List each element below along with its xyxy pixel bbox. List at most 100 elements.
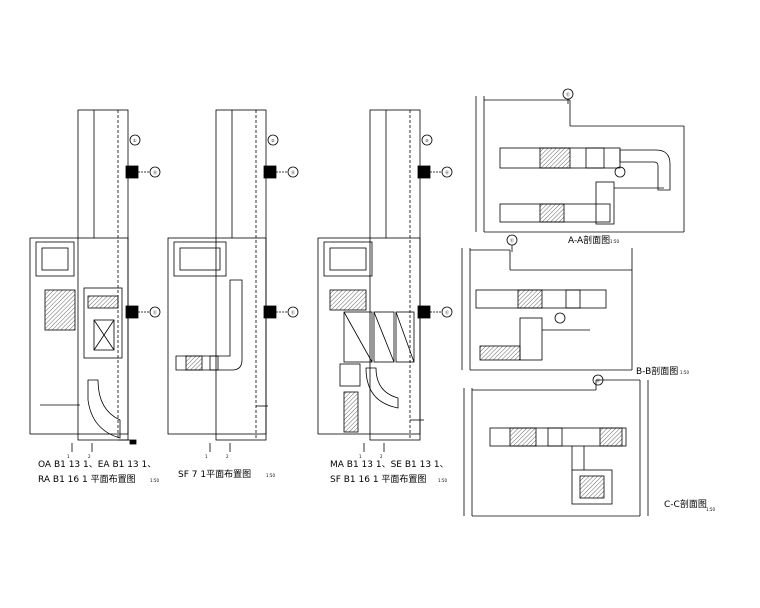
section-a-axis-label: Ⓔ	[566, 91, 570, 97]
plan-3-duct-b-cross	[343, 311, 373, 363]
plan-1-bottom-axis-2: 2	[88, 454, 91, 459]
section-a-damper	[585, 147, 605, 169]
plan-1-axis-top-label: ①	[133, 138, 137, 143]
plan-2-duct-damper	[185, 355, 203, 371]
plan-1-duct-elbow	[87, 379, 121, 439]
plan-3-fan-box	[339, 363, 361, 387]
plan-1-upper-left-room	[35, 241, 75, 277]
plan-1-oa-ea-ra	[29, 109, 161, 452]
section-c-right-unit	[599, 427, 623, 447]
plan-1-duct-b	[83, 287, 123, 359]
plan-1-title-line1: OA B1 13 1、EA B1 13 1、	[38, 460, 156, 470]
plan-3-axis-b-bubble	[441, 306, 453, 318]
plan-3-ma-se-sf	[317, 109, 453, 452]
plan-3-axis-b-label: Ⓔ	[445, 309, 449, 315]
plan-2-column-a	[263, 165, 277, 179]
plan-2-bottom-axis-1: 1	[205, 454, 208, 459]
section-a-labels: Ⓔ A-A剖面图 1:50	[566, 91, 619, 246]
plan-2-axis-b-bubble	[287, 306, 299, 318]
section-a-title: A-A剖面图	[568, 234, 610, 246]
section-a-fan	[595, 181, 615, 225]
plan-2-column-b	[263, 305, 277, 319]
plan-1-corner-column	[129, 439, 137, 445]
section-c-fan	[571, 469, 613, 505]
plan-3-upper-inner	[329, 247, 367, 271]
plan-3-upper-room	[323, 241, 373, 277]
plan-1-column-b	[125, 305, 139, 319]
plan-3-riser	[343, 391, 359, 433]
section-b-b	[461, 234, 633, 371]
plan-3-duct-c	[373, 311, 395, 363]
section-b-title: B-B剖面图	[636, 365, 678, 377]
plan-1-duct-a	[44, 289, 76, 331]
plan-3-shaft-outline	[369, 109, 421, 441]
section-c-axis-label: Ⓐ	[596, 377, 600, 383]
section-b-axis-label: Ⓔ	[510, 237, 514, 243]
plan-2-scale: 1:50	[266, 473, 275, 478]
plan-3-duct-d	[395, 311, 415, 363]
section-a-elbow	[619, 149, 671, 191]
plan-3-axis-top-bubble	[421, 134, 433, 146]
plan-1-labels: Ⓐ Ⓔ ① 1 2 OA B1 13 1、EA B1 13 1、 RA B1 1…	[38, 138, 159, 485]
section-b-lower-unit	[479, 345, 521, 361]
plan-2-axis-top-label: ②	[271, 138, 275, 143]
plan-2-duct-fitting	[209, 355, 219, 371]
section-b-damper	[565, 289, 581, 309]
plan-2-sf	[167, 109, 299, 452]
plan-1-fan-cross-2	[93, 319, 115, 351]
plan-1-axis-a-bubble	[149, 166, 161, 178]
plan-3-column-a	[417, 165, 431, 179]
plan-1-axis-b-label: Ⓔ	[153, 309, 157, 315]
section-b-labels: Ⓔ B-B剖面图 1:50	[510, 237, 689, 377]
plan-1-fan-box	[93, 319, 115, 351]
section-b-fan-circle	[554, 312, 566, 324]
plan-2-lower-room	[167, 237, 267, 435]
section-a-lower-unit	[539, 203, 565, 223]
plan-3-duct-d-cross	[395, 311, 415, 363]
section-b-upper-unit	[517, 289, 543, 309]
section-c-damper	[547, 427, 563, 447]
section-a-a	[475, 88, 685, 233]
section-c-fan-fill	[579, 475, 605, 499]
plan-2-upper-inner	[179, 247, 221, 271]
plan-1-column-a	[125, 165, 139, 179]
section-c-c	[463, 374, 649, 517]
section-c-scale: 1:50	[706, 507, 715, 512]
plan-1-axis-b-bubble	[149, 306, 161, 318]
plan-3-bottom-axis-1: 1	[359, 454, 362, 459]
plan-2-labels: Ⓐ Ⓔ ② 1 2 SF 7 1平面布置图 1:50	[178, 138, 295, 480]
section-a-fan-circle	[614, 166, 626, 178]
plan-3-duct-a	[329, 289, 367, 311]
section-c-axis-bubble	[592, 374, 604, 386]
plan-3-labels: Ⓐ Ⓔ ③ 1 2 MA B1 13 1、SE B1 13 1、 SF B1 1…	[330, 138, 449, 485]
plan-2-bottom-axis-2: 2	[226, 454, 229, 459]
plan-2-axis-a-label: Ⓐ	[291, 169, 295, 175]
plan-2-axis-a-bubble	[287, 166, 299, 178]
plan-3-axis-top-label: ③	[425, 138, 429, 143]
section-c-upper-unit	[509, 427, 537, 447]
plan-3-bottom-axis-2: 2	[380, 454, 383, 459]
plan-3-column-b	[417, 305, 431, 319]
section-b-fan	[519, 317, 543, 361]
plan-1-lower-room	[29, 237, 129, 435]
plan-3-axis-a-label: Ⓐ	[445, 169, 449, 175]
section-c-labels: Ⓐ C-C剖面图 1:50	[596, 377, 715, 512]
plan-1-scale: 1:50	[150, 478, 159, 483]
plan-2-upper-room	[173, 241, 227, 277]
section-b-scale: 1:50	[680, 370, 689, 375]
plan-2-title-line1: SF 7 1平面布置图	[178, 468, 251, 480]
plan-2-axis-top-bubble	[267, 134, 279, 146]
plan-3-axis-a-bubble	[441, 166, 453, 178]
plan-3-duct-c-cross	[373, 311, 395, 363]
plan-1-duct-b-fill	[87, 295, 119, 309]
plan-3-scale: 1:50	[438, 478, 447, 483]
plan-1-upper-left-inner	[41, 247, 69, 271]
plan-2-shaft-outline	[215, 109, 267, 441]
plan-1-bottom-axis-1: 1	[67, 454, 70, 459]
section-c-title: C-C剖面图	[664, 498, 707, 510]
plan-3-lower-room	[317, 237, 421, 435]
section-a-upper-duct-unit	[539, 147, 571, 169]
plan-1-shaft-outline	[77, 109, 129, 441]
plan-3-duct-elbow	[365, 367, 399, 409]
